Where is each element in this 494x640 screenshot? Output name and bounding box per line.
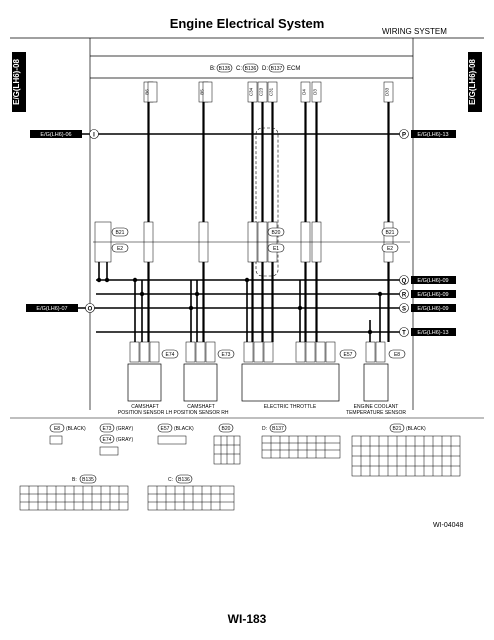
- legend-color: (BLACK): [174, 426, 194, 432]
- ecm-conn-c: B136: [245, 66, 257, 72]
- legend-id: E57: [161, 426, 170, 432]
- ref-letter-p: P: [402, 133, 406, 139]
- ecm-conn-b: B135: [219, 66, 231, 72]
- legend-prefix: C:: [168, 477, 173, 483]
- legend-color: (BLACK): [66, 426, 86, 432]
- component-name: POSITION SENSOR LH: [118, 410, 173, 416]
- legend-prefix: D:: [262, 426, 267, 432]
- component-name: ENGINE COOLANT: [354, 404, 399, 410]
- legend-color: (GRAY): [116, 426, 133, 432]
- ref-letter-q: Q: [402, 279, 407, 285]
- ref-letter-i: I: [93, 133, 95, 139]
- ref-label-s: E/G(LH6)-09: [417, 306, 448, 312]
- ref-label-q: E/G(LH6)-09: [417, 278, 448, 284]
- legend-prefix: B:: [72, 477, 77, 483]
- component-connector-label: E8: [394, 352, 400, 358]
- ecm-label-c: C:: [236, 66, 242, 72]
- side-tab-left: [12, 52, 26, 112]
- section-label: WIRING SYSTEM: [382, 27, 447, 36]
- ref-letter-t: T: [402, 331, 406, 337]
- side-tab-right-label: E/G(LH6)-08: [468, 59, 477, 105]
- legend-id: B135: [82, 477, 94, 483]
- ref-letter-o: O: [88, 307, 93, 313]
- legend-id: E8: [54, 426, 60, 432]
- component-name: ELECTRIC THROTTLE: [264, 404, 317, 410]
- ecm-name: ECM: [287, 66, 300, 72]
- side-tab-left-label: E/G(LH6)-08: [12, 59, 21, 105]
- ecm-pin: D3: [313, 89, 318, 95]
- legend-id: B20: [222, 426, 231, 432]
- connector-label: E1: [273, 246, 279, 252]
- legend-color: (BLACK): [406, 426, 426, 432]
- connector-label: B20: [272, 230, 281, 236]
- ref-label-o: E/G(LH6)-07: [36, 306, 67, 312]
- connector-label: E2: [117, 246, 123, 252]
- ecm-pin: C31: [269, 87, 274, 96]
- side-tab-right: [468, 52, 482, 112]
- legend-id: B21: [393, 426, 402, 432]
- connector-label: B21: [386, 230, 395, 236]
- ecm-pin: C23: [259, 87, 264, 96]
- component-name: TEMPERATURE SENSOR: [346, 410, 406, 416]
- ecm-label-b: B:: [210, 66, 216, 72]
- legend-id: B136: [178, 477, 190, 483]
- ref-label-i: E/G(LH6)-06: [40, 132, 71, 138]
- connector-label: B21: [116, 230, 125, 236]
- ref-label-t: E/G(LH6)-13: [417, 330, 448, 336]
- legend-id: E74: [103, 437, 112, 443]
- ecm-conn-d: B137: [271, 66, 283, 72]
- legend-id: B137: [272, 426, 284, 432]
- ecm-pin: B5: [200, 89, 205, 95]
- legend-color: (GRAY): [116, 437, 133, 443]
- component-name: CAMSHAFT: [187, 404, 215, 410]
- page-number: WI-183: [227, 612, 267, 626]
- connector-label: E2: [387, 246, 393, 252]
- component-connector-label: E57: [344, 352, 353, 358]
- legend-id: E73: [103, 426, 112, 432]
- ref-label-p: E/G(LH6)-13: [417, 132, 448, 138]
- component-connector-label: E74: [166, 352, 175, 358]
- component-name: CAMSHAFT: [131, 404, 159, 410]
- ref-letter-s: S: [402, 307, 406, 313]
- connector-face-grids: [19, 435, 461, 511]
- component-name: POSITION SENSOR RH: [173, 410, 228, 416]
- ecm-pin: D4: [302, 89, 307, 95]
- ecm-pin: C34: [249, 87, 254, 96]
- ecm-label-d: D:: [262, 66, 268, 72]
- ref-letter-r: R: [402, 293, 407, 299]
- document-id: WI-04048: [433, 522, 464, 529]
- ecm-pin: D33: [385, 87, 390, 96]
- ref-label-r: E/G(LH6)-09: [417, 292, 448, 298]
- ecm-pin: B6: [145, 89, 150, 95]
- component-connector-label: E73: [222, 352, 231, 358]
- page-title: Engine Electrical System: [169, 16, 325, 31]
